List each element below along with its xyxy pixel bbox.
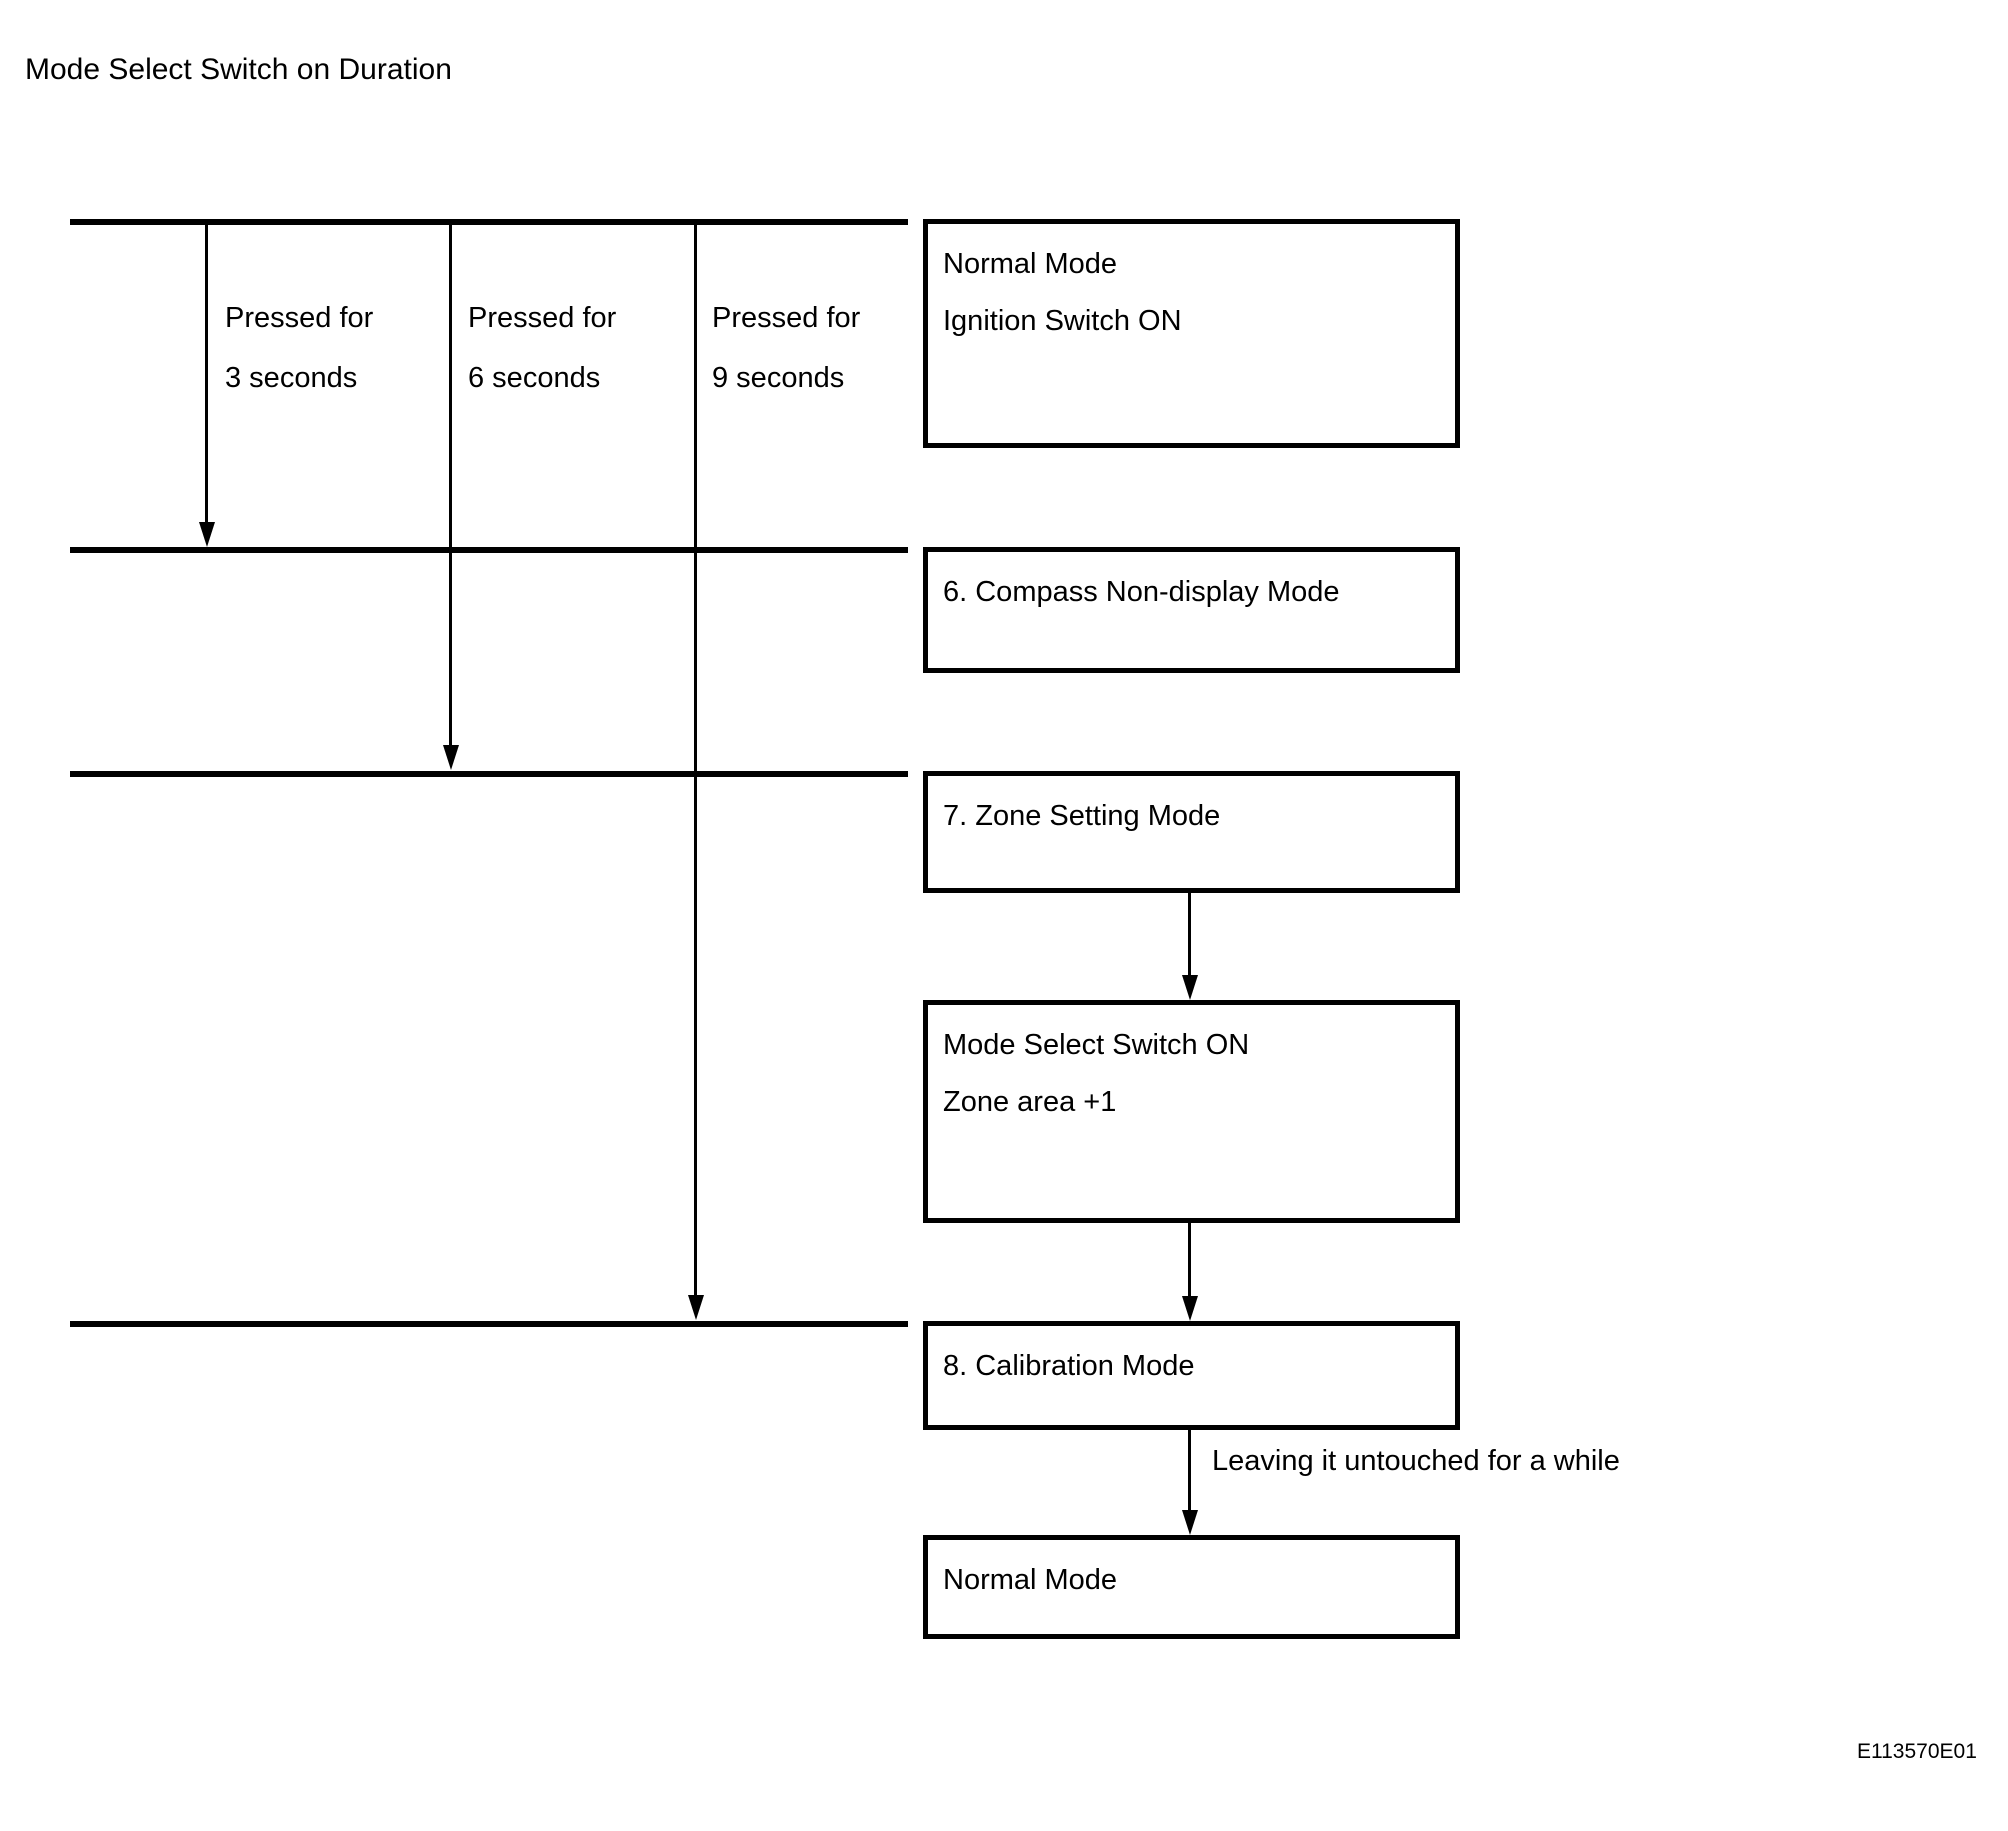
press-label-3s-line1: Pressed for [225, 302, 374, 334]
press-label-9s-line2: 9 seconds [712, 362, 845, 394]
box-normal-mode-end: Normal Mode [923, 1535, 1460, 1639]
box-compass-non-display-mode: 6. Compass Non-display Mode [923, 547, 1460, 673]
arrow-down-icon [1182, 1510, 1198, 1535]
press-label-3s-line2: 3 seconds [225, 362, 358, 394]
connector-calibration-to-normal [1188, 1430, 1191, 1510]
tier-line-zone-mode [70, 771, 908, 777]
tier-line-calibration-mode [70, 1321, 908, 1327]
box-zone-setting-mode-line1: 7. Zone Setting Mode [943, 800, 1221, 832]
box-mode-select-switch-on-line2: Zone area +1 [943, 1086, 1117, 1118]
box-normal-mode-end-line1: Normal Mode [943, 1564, 1118, 1596]
box-normal-mode-start-line1: Normal Mode [943, 248, 1118, 280]
press-label-3s: Pressed for 3 seconds [225, 288, 373, 408]
arrow-down-icon [443, 745, 459, 770]
duration-arrow-line-6s [449, 222, 452, 745]
arrow-label-leaving-untouched: Leaving it untouched for a while [1212, 1445, 1620, 1477]
arrow-down-icon [199, 522, 215, 547]
press-label-9s: Pressed for 9 seconds [712, 288, 860, 408]
page-title: Mode Select Switch on Duration [25, 53, 452, 86]
timeline-top-line [70, 219, 908, 225]
press-label-6s: Pressed for 6 seconds [468, 288, 616, 408]
press-label-6s-line2: 6 seconds [468, 362, 601, 394]
box-calibration-mode: 8. Calibration Mode [923, 1321, 1460, 1430]
press-label-9s-line1: Pressed for [712, 302, 861, 334]
box-normal-mode-start: Normal Mode Ignition Switch ON [923, 219, 1460, 448]
tier-line-compass-mode [70, 547, 908, 553]
press-label-6s-line1: Pressed for [468, 302, 617, 334]
box-mode-select-switch-on-line1: Mode Select Switch ON [943, 1029, 1250, 1061]
figure-code: E113570E01 [1857, 1740, 1977, 1763]
box-compass-non-display-mode-line1: 6. Compass Non-display Mode [943, 576, 1340, 608]
box-mode-select-switch-on: Mode Select Switch ON Zone area +1 [923, 1000, 1460, 1223]
arrow-down-icon [688, 1295, 704, 1320]
duration-arrow-line-9s [694, 222, 697, 1295]
arrow-down-icon [1182, 1296, 1198, 1321]
connector-mode-select-to-calibration [1188, 1223, 1191, 1296]
duration-arrow-line-3s [205, 222, 208, 522]
box-zone-setting-mode: 7. Zone Setting Mode [923, 771, 1460, 893]
connector-zone-to-mode-select [1188, 893, 1191, 975]
arrow-down-icon [1182, 975, 1198, 1000]
box-normal-mode-start-line2: Ignition Switch ON [943, 305, 1182, 337]
box-calibration-mode-line1: 8. Calibration Mode [943, 1350, 1195, 1382]
